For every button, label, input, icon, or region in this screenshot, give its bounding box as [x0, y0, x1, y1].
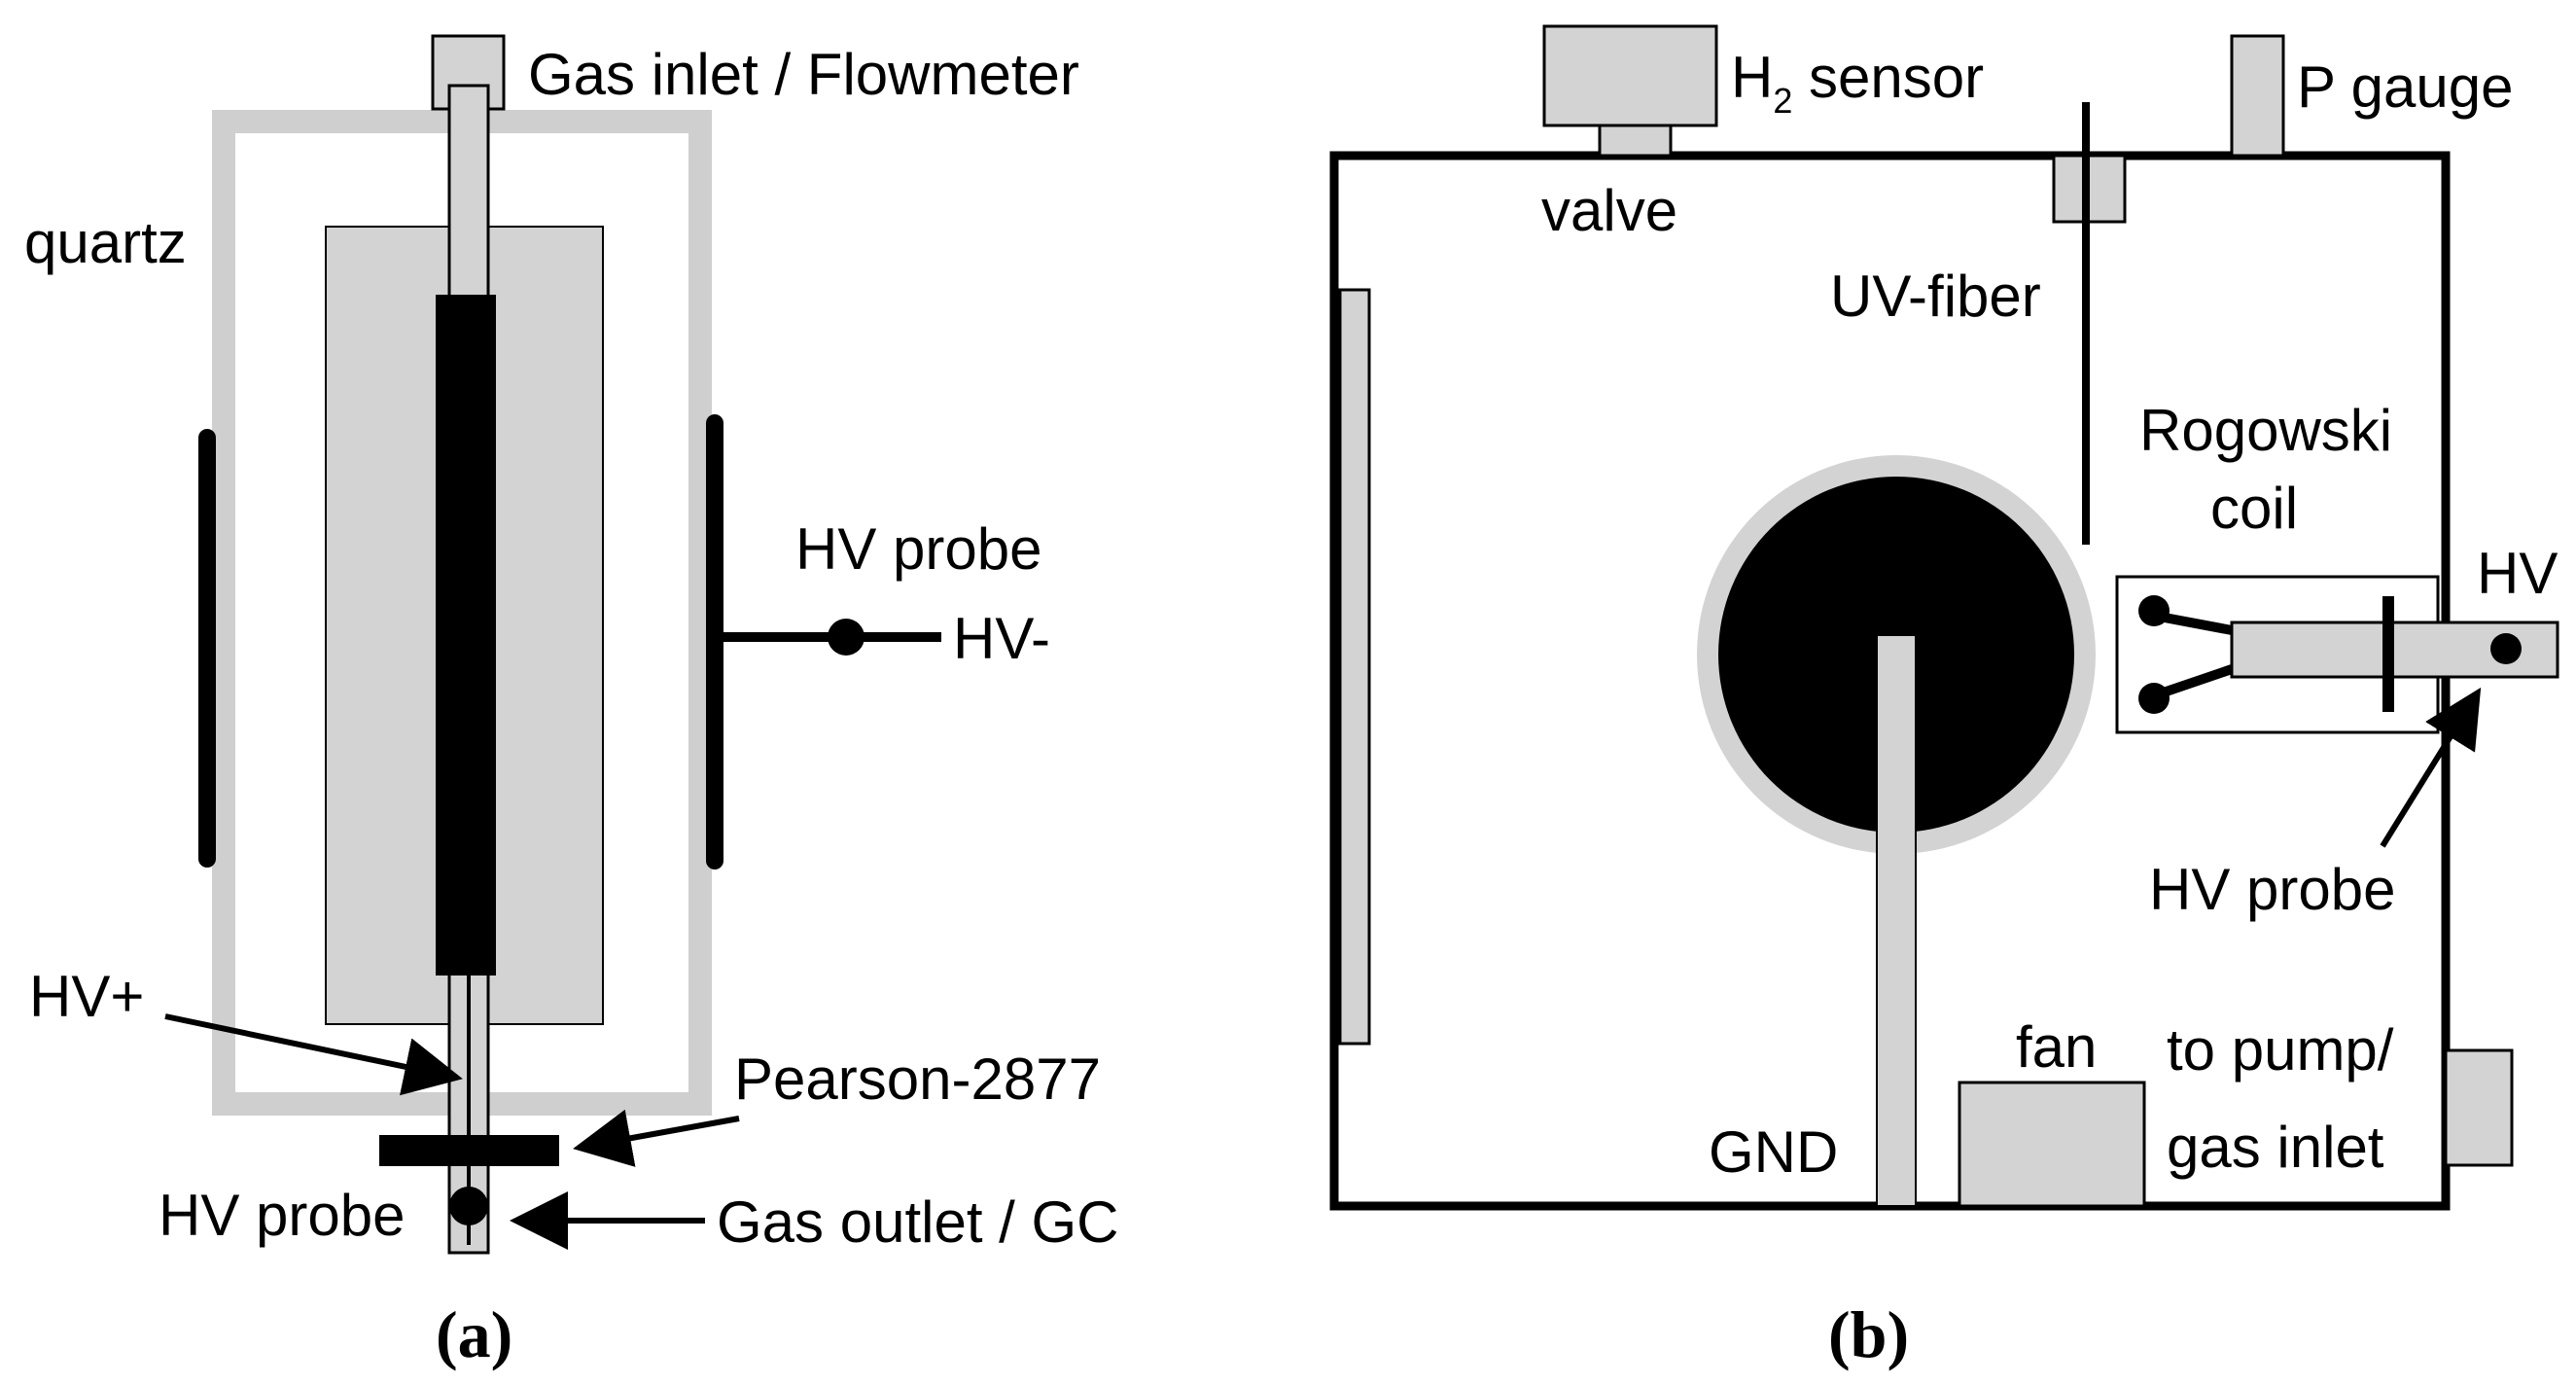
- gnd-label: GND: [1709, 1119, 1838, 1185]
- h2-main: H: [1731, 45, 1773, 110]
- p-gauge-label: P gauge: [2297, 54, 2513, 120]
- to-pump-label-line1: to pump/: [2167, 1017, 2394, 1082]
- hv-probe-label: HV probe: [2149, 857, 2395, 922]
- p-gauge-box: [2230, 34, 2285, 158]
- panel-b: H2 sensor P gauge valve UV-fiber Rogowsk…: [1329, 24, 2559, 1371]
- h2-sensor-label: H2 sensor: [1731, 45, 1984, 121]
- left-wall-plate: [1338, 288, 1371, 1046]
- contact-lower: [2138, 683, 2170, 714]
- hv-plus-arrow: [164, 1013, 463, 1096]
- gnd-rod: [1876, 634, 1917, 1207]
- rogowski-label-line2: coil: [2210, 476, 2298, 541]
- pearson-monitor: [379, 1135, 559, 1166]
- hv-minus-label: HV-: [953, 606, 1050, 671]
- h2-subscript: 2: [1773, 81, 1792, 121]
- contact-upper: [2138, 595, 2170, 626]
- hv-label: HV: [2477, 541, 2558, 606]
- fan-label: fan: [2016, 1014, 2097, 1080]
- hv-probe-dot-bottom: [449, 1187, 488, 1225]
- rogowski-label-line1: Rogowski: [2139, 398, 2392, 463]
- hv-probe-bottom-label: HV probe: [159, 1183, 405, 1248]
- to-pump-label-line2: gas inlet: [2167, 1115, 2384, 1180]
- quartz-label: quartz: [24, 210, 187, 275]
- panel-b-caption: (b): [1828, 1297, 1909, 1371]
- hv-plus-label: HV+: [29, 964, 144, 1029]
- pearson-arrow: [573, 1109, 740, 1167]
- hv-probe-dot-right: [828, 619, 865, 656]
- panel-a: Gas inlet / Flowmeter quartz HV probe HV…: [24, 34, 1119, 1371]
- pearson-label: Pearson-2877: [734, 1047, 1101, 1112]
- valve-label: valve: [1541, 178, 1677, 243]
- hv-probe-right-label: HV probe: [795, 516, 1041, 582]
- gas-inlet-label: Gas inlet / Flowmeter: [528, 42, 1079, 107]
- pump-port: [2444, 1048, 2514, 1167]
- fan-box: [1958, 1081, 2146, 1208]
- h2-rest: sensor: [1792, 45, 1984, 110]
- hv-probe-arrow: [2380, 687, 2482, 848]
- h2-sensor-box: [1542, 24, 1718, 127]
- gas-outlet-label: Gas outlet / GC: [717, 1189, 1119, 1255]
- hv-probe-dot: [2490, 633, 2522, 664]
- panel-a-caption: (a): [436, 1297, 512, 1371]
- uv-fiber-label: UV-fiber: [1830, 264, 2041, 329]
- valve-box: [1598, 124, 1673, 158]
- inner-electrode: [436, 295, 496, 976]
